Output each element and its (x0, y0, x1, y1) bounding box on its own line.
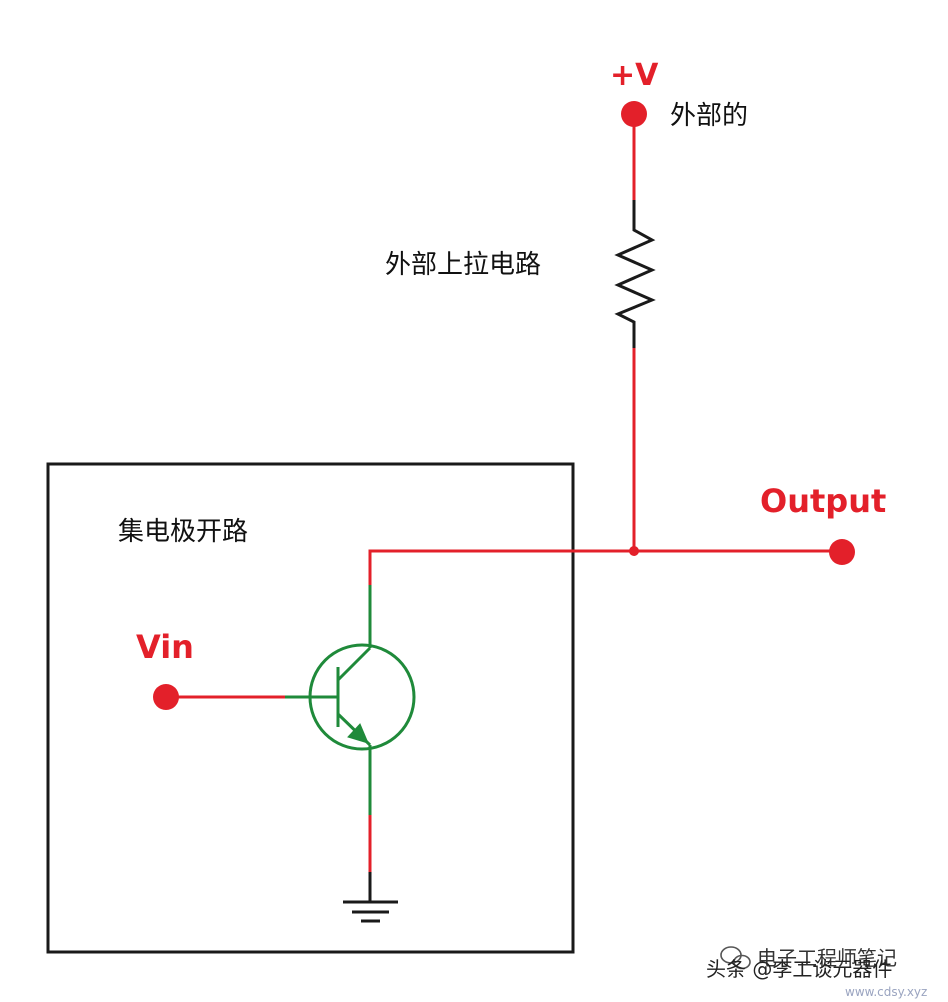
watermark-line2: 头条 @李工谈元器件 (706, 957, 892, 981)
external-label: 外部的 (670, 101, 748, 131)
junction-dot (629, 546, 639, 556)
npn-transistor-icon (285, 585, 416, 815)
watermark-line1: 电子工程师笔记 (757, 946, 897, 970)
collector-output-wire (368, 549, 842, 585)
watermark: 电子工程师笔记 头条 @李工谈元器件 www.cdsy.xyz (706, 946, 927, 999)
ground-icon (343, 872, 398, 923)
wechat-icon (720, 946, 751, 970)
resistor-icon (614, 200, 656, 348)
output-label: Output (760, 482, 886, 520)
pullup-label: 外部上拉电路 (385, 250, 541, 280)
supply-terminal (621, 101, 647, 127)
supply-label: +V (610, 58, 659, 93)
open-collector-label: 集电极开路 (118, 517, 248, 547)
watermark-site: www.cdsy.xyz (845, 985, 927, 999)
open-collector-box (46, 462, 575, 954)
vin-label: Vin (136, 628, 194, 666)
output-terminal (829, 539, 855, 565)
